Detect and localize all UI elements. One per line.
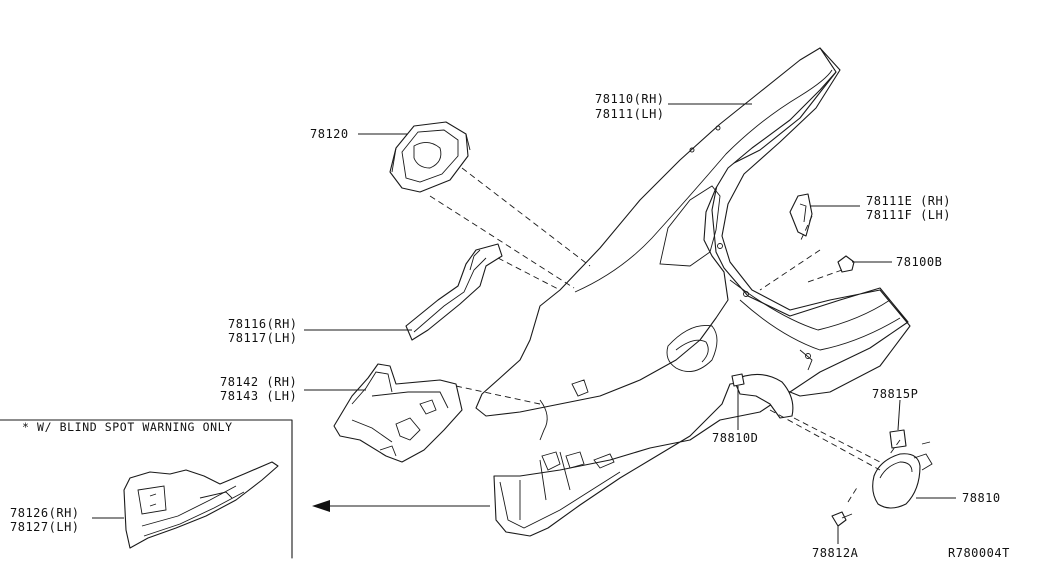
label-78111: 78111(LH)	[595, 107, 665, 121]
leader-lines	[92, 103, 956, 544]
diagram-code: R780004T	[948, 546, 1010, 560]
label-78126: 78126(RH)	[10, 506, 80, 520]
screw-78812a	[831, 511, 853, 527]
label-78111f: 78111F (LH)	[866, 208, 951, 222]
label-78111e: 78111E (RH)	[866, 194, 951, 208]
fuel-filler-pocket-78120	[389, 121, 471, 193]
bracket-78111e	[789, 193, 813, 237]
label-78117: 78117(LH)	[228, 331, 298, 345]
label-78812a: 78812A	[812, 546, 859, 560]
wheel-house-bracket	[731, 373, 794, 419]
pad-78815p	[889, 429, 907, 449]
label-78142: 78142 (RH)	[220, 375, 297, 389]
label-78810: 78810	[962, 491, 1001, 505]
label-78100b: 78100B	[896, 255, 942, 269]
assembly-lines	[429, 167, 901, 503]
label-78815p: 78815P	[872, 387, 918, 401]
inset-arrow	[312, 500, 490, 512]
label-78127: 78127(LH)	[10, 520, 80, 534]
inset-title: * W/ BLIND SPOT WARNING ONLY	[22, 420, 233, 434]
fuel-filler-lid-78810	[872, 441, 933, 509]
label-78110: 78110(RH)	[595, 92, 665, 106]
label-78116: 78116(RH)	[228, 317, 298, 331]
label-78143: 78143 (LH)	[220, 389, 297, 403]
rear-fender-outer-panel	[475, 47, 911, 537]
label-78810d: 78810D	[712, 431, 758, 445]
reinforcement-strip-78116	[405, 243, 503, 341]
blind-spot-inset	[0, 419, 293, 559]
clip-78100b	[837, 255, 855, 273]
label-78120: 78120	[310, 127, 349, 141]
inner-extension-78142	[333, 363, 463, 463]
